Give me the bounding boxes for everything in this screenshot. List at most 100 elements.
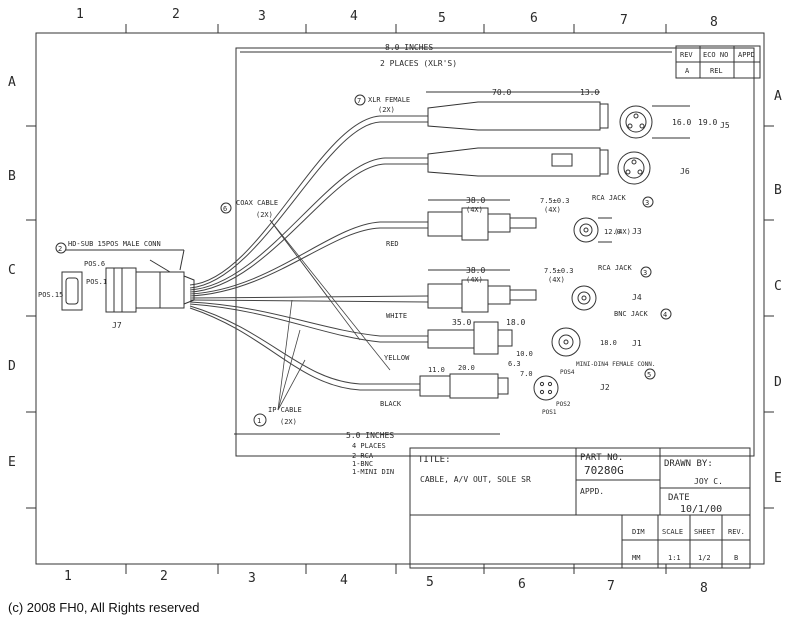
title-value: CABLE, A/V OUT, SOLE SR: [420, 475, 531, 484]
xlr-length: 70.0: [492, 88, 511, 97]
rca-face-j4: [571, 285, 597, 311]
rev-header: REV: [680, 51, 693, 59]
callout-1-qty: (2X): [280, 418, 297, 426]
red-label: RED: [386, 240, 399, 248]
callout-6-qty: (2X): [256, 211, 273, 219]
top-overall-dimension: 8.0 INCHES 2 PLACES (XLR'S): [240, 43, 672, 68]
eco-header: ECO NO: [703, 51, 728, 59]
grid-row-e-right: E: [774, 471, 782, 486]
rca-red-connector: [427, 207, 537, 241]
cable-bundle: [189, 115, 429, 391]
din-c: 6.3: [508, 360, 521, 368]
grid-col-5-bottom: 5: [426, 575, 434, 590]
rca2-tip: 7.5±0.3: [544, 267, 574, 275]
part-label: PART NO.: [580, 453, 623, 463]
bnc-length: 35.0: [452, 318, 471, 327]
appd-header: APPD: [738, 51, 755, 59]
bnc-tip: 18.0: [506, 318, 525, 327]
callout-1-text: IP CABLE: [268, 406, 302, 414]
rev-value-tb: B: [734, 554, 738, 562]
revision-table: REV ECO NO APPD A REL: [675, 45, 761, 79]
bottom-overall-dimension: 5.0 INCHES 4 PLACES 2-RCA 1-BNC 1-MINI D…: [234, 431, 500, 476]
grid-col-4-top: 4: [350, 9, 358, 24]
pos6-label: POS.6: [84, 260, 105, 268]
pos-c-label: POS4: [560, 369, 575, 376]
grid-row-c-left: C: [8, 263, 16, 278]
pos-a-label: POS1: [542, 409, 557, 416]
bnc-face-j1: [551, 327, 581, 357]
j6-label: J6: [680, 167, 690, 176]
mini-din-face-j2: [533, 375, 559, 401]
sheet-label: SHEET: [694, 528, 716, 536]
rca2-count: (4X): [466, 276, 483, 284]
pos1-label: POS.1: [86, 278, 107, 286]
eco-value: REL: [710, 67, 723, 75]
grid-col-6-bottom: 6: [518, 577, 526, 592]
grid-row-a-left: A: [8, 75, 16, 90]
rev-label: REV.: [728, 528, 745, 536]
title-block: [409, 447, 751, 569]
j1-label: J1: [632, 339, 642, 348]
callout-5: MINI-DIN4 FEMALE CONN. 5: [576, 361, 656, 380]
callout-4-num: 4: [663, 311, 667, 319]
callout-7-text: XLR FEMALE: [368, 96, 410, 104]
appd-label: APPD.: [580, 487, 604, 496]
callout-7-qty: (2X): [378, 106, 395, 114]
callout-6-text: COAX CABLE: [236, 199, 278, 207]
grid-col-3-bottom: 3: [248, 571, 256, 586]
drawn-label: DRAWN BY:: [664, 459, 713, 469]
grid-row-e-left: E: [8, 455, 16, 470]
callout-3b-num: 3: [643, 269, 647, 277]
rca-face-j3: [573, 217, 612, 243]
grid-row-a-right: A: [774, 89, 782, 104]
callout-3-num: 3: [645, 199, 649, 207]
copyright-notice: (c) 2008 FH0, All Rights reserved: [8, 600, 200, 615]
grid-row-c-right: C: [774, 279, 782, 294]
grid-row-d-left: D: [8, 359, 16, 374]
j5-label: J5: [720, 121, 730, 130]
xlr-dia1: 16.0: [672, 118, 691, 127]
grid-col-7-top: 7: [620, 13, 628, 28]
grid-col-6-top: 6: [530, 11, 538, 26]
callout-4-text: BNC JACK: [614, 310, 649, 318]
rca1-count: (4X): [466, 206, 483, 214]
callout-2-text: HD-SUB 15POS MALE CONN: [68, 240, 161, 248]
overall-bottom-note-2: 2-RCA: [352, 452, 374, 460]
xlr-face-j6: [617, 151, 651, 185]
bnc-connector: [427, 321, 513, 355]
grid-col-2-top: 2: [172, 7, 180, 22]
callout-7: 7 XLR FEMALE (2X): [354, 94, 410, 114]
callout-4: BNC JACK 4: [614, 308, 672, 320]
grid-col-7-bottom: 7: [607, 579, 615, 594]
db15-connector: [61, 259, 195, 313]
bnc-face-dim: 18.0: [600, 339, 617, 347]
j7-label: J7: [112, 321, 122, 330]
xlr-tip: 13.0: [580, 88, 599, 97]
overall-bottom-note-3: 1-BNC: [352, 460, 373, 468]
overall-top-note: 2 PLACES (XLR'S): [380, 59, 457, 68]
callout-1-num: 1: [257, 417, 261, 425]
white-label: WHITE: [386, 312, 407, 320]
callout-3b: RCA JACK 3: [598, 264, 652, 278]
j3-label: J3: [632, 227, 642, 236]
callout-7-num: 7: [357, 97, 361, 105]
grid-col-1-top: 1: [76, 7, 84, 22]
grid-row-d-right: D: [774, 375, 782, 390]
date-value: 10/1/00: [680, 504, 722, 515]
part-value: 70280G: [584, 464, 624, 477]
grid-col-2-bottom: 2: [160, 569, 168, 584]
callout-6: 6 COAX CABLE (2X): [220, 199, 278, 219]
grid-row-b-left: B: [8, 169, 16, 184]
scale-label: SCALE: [662, 528, 683, 536]
rca1-tip-count: (4X): [544, 206, 561, 214]
grid-col-1-bottom: 1: [64, 569, 72, 584]
sheet-value: 1/2: [698, 554, 711, 562]
mini-din-connector: [419, 373, 509, 399]
xlr-connector-lower: [427, 147, 609, 177]
yellow-label: YELLOW: [384, 354, 410, 362]
din-d: 7.0: [520, 370, 533, 378]
grid-col-3-top: 3: [258, 9, 266, 24]
callout-6-num: 6: [223, 205, 227, 213]
inner-border: [235, 47, 755, 457]
